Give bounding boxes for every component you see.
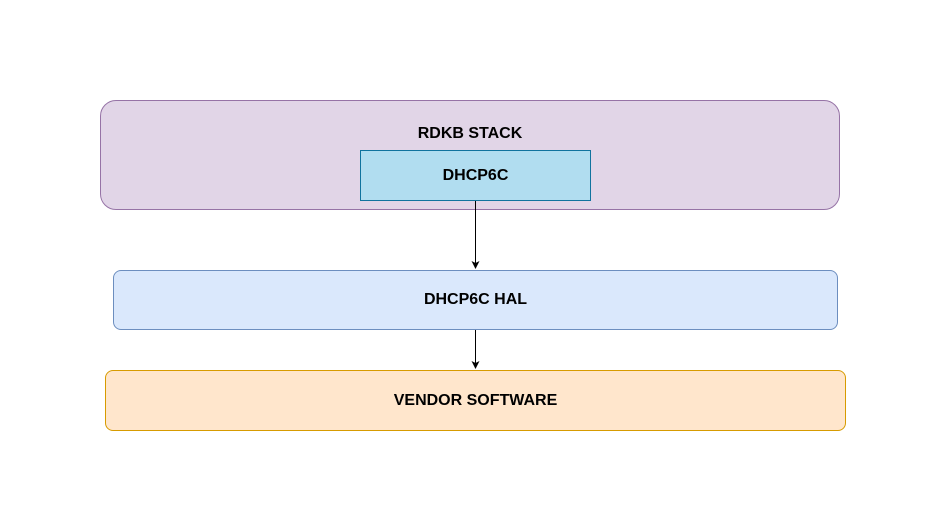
dhcp6c-box: DHCP6C <box>360 150 591 201</box>
vendor-software-label: VENDOR SOFTWARE <box>393 391 558 409</box>
dhcp6c-hal-box: DHCP6C HAL <box>113 270 838 330</box>
dhcp6c-label: DHCP6C <box>442 166 509 184</box>
rdkb-stack-label: RDKB STACK <box>417 125 523 142</box>
dhcp6c-hal-label: DHCP6C HAL <box>423 291 528 308</box>
vendor-software-box: VENDOR SOFTWARE <box>105 370 846 431</box>
